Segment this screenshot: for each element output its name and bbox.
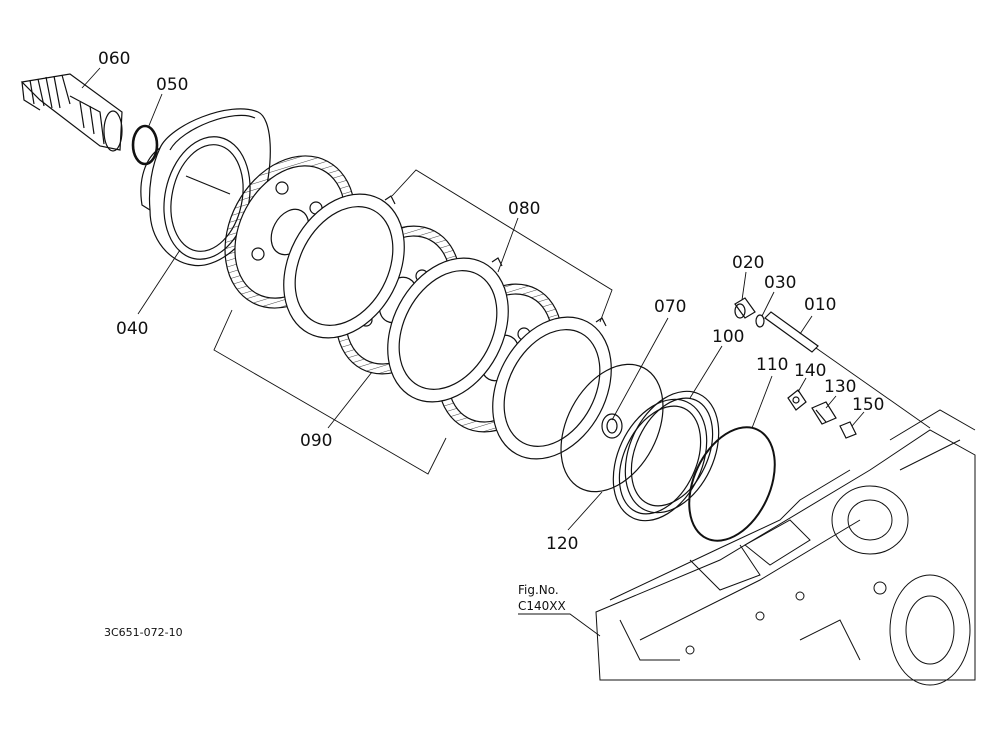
transmission-case <box>595 409 976 686</box>
leader-080 <box>497 217 519 273</box>
fig-code: C140XX <box>518 599 566 613</box>
label-120: 120 <box>546 534 578 554</box>
valve-130 <box>811 401 837 425</box>
label-030: 030 <box>764 273 796 293</box>
steel-plate-080-a <box>283 193 405 339</box>
leader-070 <box>611 317 669 421</box>
seal-ring-110 <box>688 426 776 542</box>
label-090: 090 <box>300 431 332 451</box>
label-060: 060 <box>98 49 130 69</box>
leader-120 <box>567 491 603 531</box>
label-110: 110 <box>756 355 788 375</box>
steel-plate-080-b <box>387 257 509 403</box>
leader-020 <box>741 271 747 301</box>
leader-150 <box>851 411 865 427</box>
group-frame-090 <box>213 309 447 475</box>
leader-030 <box>761 291 775 317</box>
leader-060 <box>81 67 101 89</box>
leader-130 <box>825 395 837 409</box>
leader-050 <box>147 93 163 129</box>
ring-100 <box>612 390 720 522</box>
leader-fig <box>518 613 601 637</box>
label-140: 140 <box>794 361 826 381</box>
leader-010-case <box>815 347 931 429</box>
pin-010 <box>764 311 819 353</box>
drawing-code: 3C651-072-10 <box>104 626 183 639</box>
fig-title: Fig.No. <box>518 583 559 597</box>
leader-040 <box>137 249 181 315</box>
fitting-140 <box>787 389 807 411</box>
leader-090 <box>327 371 373 429</box>
bushing-020 <box>734 297 756 319</box>
leader-010 <box>799 315 813 335</box>
steel-plate-080-c <box>492 316 612 460</box>
label-100: 100 <box>712 327 744 347</box>
snap-ring-070 <box>560 363 664 493</box>
leader-100 <box>689 345 723 399</box>
label-010: 010 <box>804 295 836 315</box>
leader-140 <box>797 377 807 393</box>
label-040: 040 <box>116 319 148 339</box>
label-020: 020 <box>732 253 764 273</box>
label-070: 070 <box>654 297 686 317</box>
leader-110 <box>751 375 773 429</box>
shaft-060 <box>20 73 123 152</box>
washer-030 <box>755 314 765 328</box>
label-150: 150 <box>852 395 884 415</box>
o-ring-050 <box>131 124 159 166</box>
label-130: 130 <box>824 377 856 397</box>
label-050: 050 <box>156 75 188 95</box>
label-080: 080 <box>508 199 540 219</box>
